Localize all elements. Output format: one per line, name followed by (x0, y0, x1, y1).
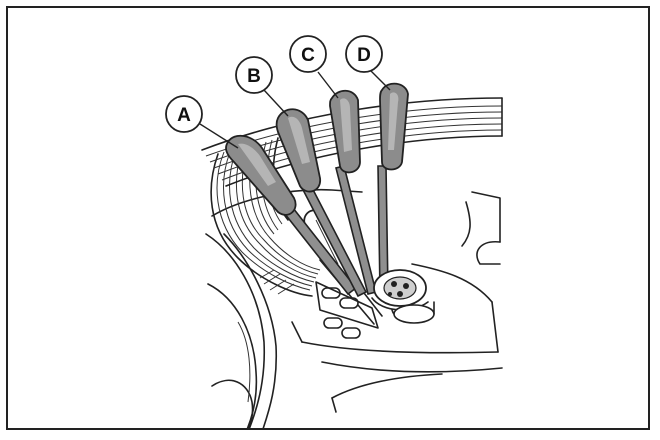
callout-d: D (345, 35, 383, 73)
console-body (211, 188, 503, 413)
callout-c-label: C (301, 45, 315, 66)
lever-d (377, 82, 409, 293)
callout-d-label: D (357, 45, 371, 66)
console-slots (315, 281, 379, 339)
callout-b: B (235, 56, 273, 94)
leader-lines (199, 69, 391, 149)
callout-c: C (289, 35, 327, 73)
lever-illustration: A B C D (165, 35, 503, 428)
callout-b-label: B (247, 66, 261, 87)
lever-b (275, 108, 368, 298)
figure-frame: A B C D (6, 6, 650, 430)
steering-wheel (205, 233, 278, 428)
lever-a (225, 134, 358, 296)
callout-a: A (165, 95, 203, 133)
lever-c (329, 89, 377, 295)
callout-a-label: A (177, 105, 191, 126)
lever-base-hub (371, 269, 435, 324)
